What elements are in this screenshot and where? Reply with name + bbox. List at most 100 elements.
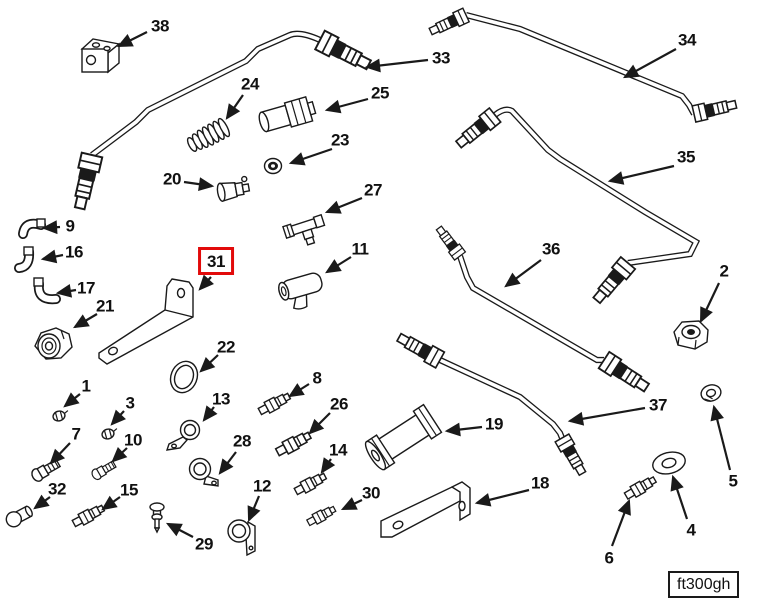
callout-arrow-22 [199,354,219,373]
part-21-artwork [34,327,73,360]
callout-arrow-11 [325,256,352,274]
callout-20[interactable]: 20 [163,169,181,189]
callout-arrow-33 [364,58,429,73]
callout-3[interactable]: 3 [125,393,135,413]
callout-11[interactable]: 11 [351,239,369,259]
callout-arrow-20 [183,177,215,192]
part-28-artwork [188,457,219,487]
callout-4[interactable]: 4 [686,520,696,540]
callout-23[interactable]: 23 [331,130,349,150]
callout-arrow-35 [607,164,675,185]
part-1-artwork [51,408,71,423]
part-38-artwork [80,38,121,74]
callout-19[interactable]: 19 [485,414,503,434]
part-35-artwork [452,106,701,308]
callout-17[interactable]: 17 [77,278,95,298]
callout-arrow-30 [340,497,363,510]
part-32-artwork [5,505,33,528]
part-6-artwork [622,473,659,502]
part-10-artwork [89,458,118,482]
callout-arrow-32 [33,494,51,510]
callout-38[interactable]: 38 [151,16,169,36]
part-36-artwork [432,223,653,397]
callout-35[interactable]: 35 [677,147,695,167]
part-23-artwork [263,157,283,175]
callout-25[interactable]: 25 [371,83,389,103]
part-25-artwork [258,96,317,133]
callout-arrow-10 [111,447,128,463]
part-27-artwork [282,213,326,246]
callout-10[interactable]: 10 [124,430,142,450]
callout-arrow-19 [444,422,483,437]
part-33-artwork [68,29,375,212]
callout-37[interactable]: 37 [649,395,667,415]
callout-29[interactable]: 29 [195,534,213,554]
callout-2[interactable]: 2 [719,261,729,281]
callout-13[interactable]: 13 [212,389,230,409]
part-22-artwork [169,360,199,394]
callout-5[interactable]: 5 [728,471,738,491]
part-3-artwork [100,426,120,441]
callout-arrow-1 [63,392,81,408]
callout-arrow-26 [308,412,331,435]
callout-6[interactable]: 6 [604,548,614,568]
callout-21[interactable]: 21 [96,296,114,316]
callout-arrow-3 [110,409,126,426]
part-29-artwork [149,502,165,534]
callout-arrow-2 [700,282,720,324]
callout-arrows [33,31,732,547]
callout-34[interactable]: 34 [678,30,696,50]
callout-arrow-18 [474,488,530,507]
part-20-artwork [216,175,251,203]
part-17-artwork [33,277,61,305]
callout-9[interactable]: 9 [65,216,75,236]
callout-arrow-17 [55,284,77,298]
callout-arrow-24 [225,94,244,120]
callout-16[interactable]: 16 [65,242,83,262]
part-14-artwork [292,470,329,498]
callout-32[interactable]: 32 [48,479,66,499]
part-8-artwork [256,390,293,418]
callout-arrow-29 [165,522,194,538]
callout-arrow-23 [288,147,333,166]
part-2-artwork [673,320,709,350]
callout-24[interactable]: 24 [241,74,259,94]
callout-arrow-27 [324,196,363,214]
callout-31[interactable]: 31 [198,247,234,275]
callout-arrow-9 [41,220,61,235]
callout-arrow-13 [202,405,218,422]
part-5-artwork [700,384,722,402]
callout-33[interactable]: 33 [432,48,450,68]
part-11-artwork [278,272,323,310]
callout-36[interactable]: 36 [542,239,560,259]
part-26-artwork [273,428,314,459]
callout-arrow-25 [324,97,369,114]
part-31-artwork [98,278,194,365]
callout-arrow-36 [504,259,542,288]
callout-1[interactable]: 1 [81,376,91,396]
callout-arrow-14 [320,457,336,474]
callout-arrow-28 [218,451,237,475]
callout-14[interactable]: 14 [329,440,347,460]
callout-8[interactable]: 8 [312,368,322,388]
callout-30[interactable]: 30 [362,483,380,503]
callout-26[interactable]: 26 [330,394,348,414]
part-37-artwork [393,328,591,479]
part-13-artwork [165,419,201,451]
callout-arrow-4 [670,474,689,520]
callout-12[interactable]: 12 [253,476,271,496]
callout-27[interactable]: 27 [364,180,382,200]
part-19-artwork [364,403,443,471]
parts-artwork [5,7,739,557]
callout-15[interactable]: 15 [120,480,138,500]
callout-22[interactable]: 22 [217,337,235,357]
callout-18[interactable]: 18 [531,473,549,493]
part-34-artwork [426,7,739,123]
figure-code-box: ft300gh [668,571,740,599]
callout-7[interactable]: 7 [71,424,81,444]
callout-28[interactable]: 28 [233,431,251,451]
part-30-artwork [305,503,338,529]
part-18-artwork [380,481,471,538]
part-4-artwork [652,451,686,475]
